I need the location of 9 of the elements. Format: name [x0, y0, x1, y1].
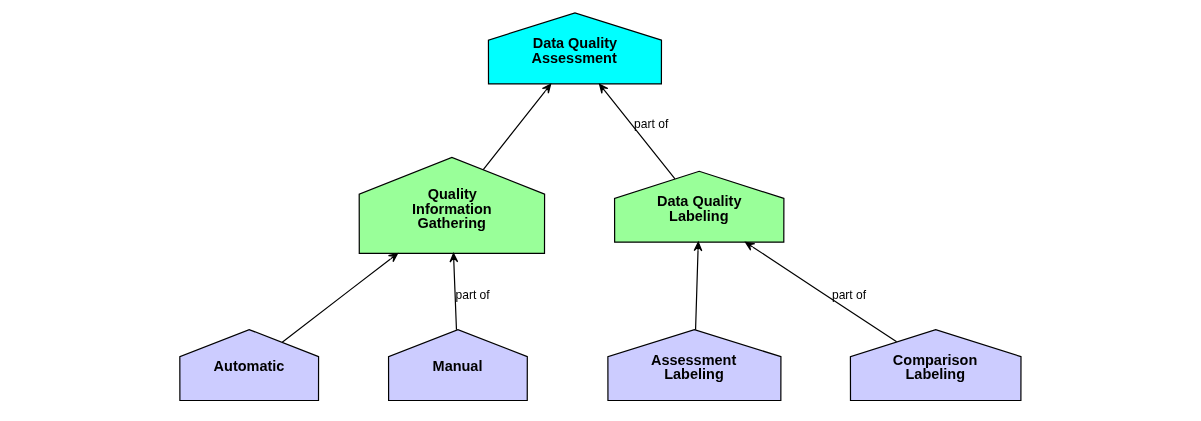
arrow — [745, 241, 898, 343]
arrow — [693, 241, 703, 331]
edge-label: part of — [634, 116, 669, 131]
arrow — [482, 83, 552, 171]
edge-label: part of — [831, 288, 867, 303]
edge-label: part of — [455, 288, 490, 303]
arrow — [598, 83, 676, 180]
arrow — [281, 252, 399, 343]
arrow — [449, 252, 459, 331]
